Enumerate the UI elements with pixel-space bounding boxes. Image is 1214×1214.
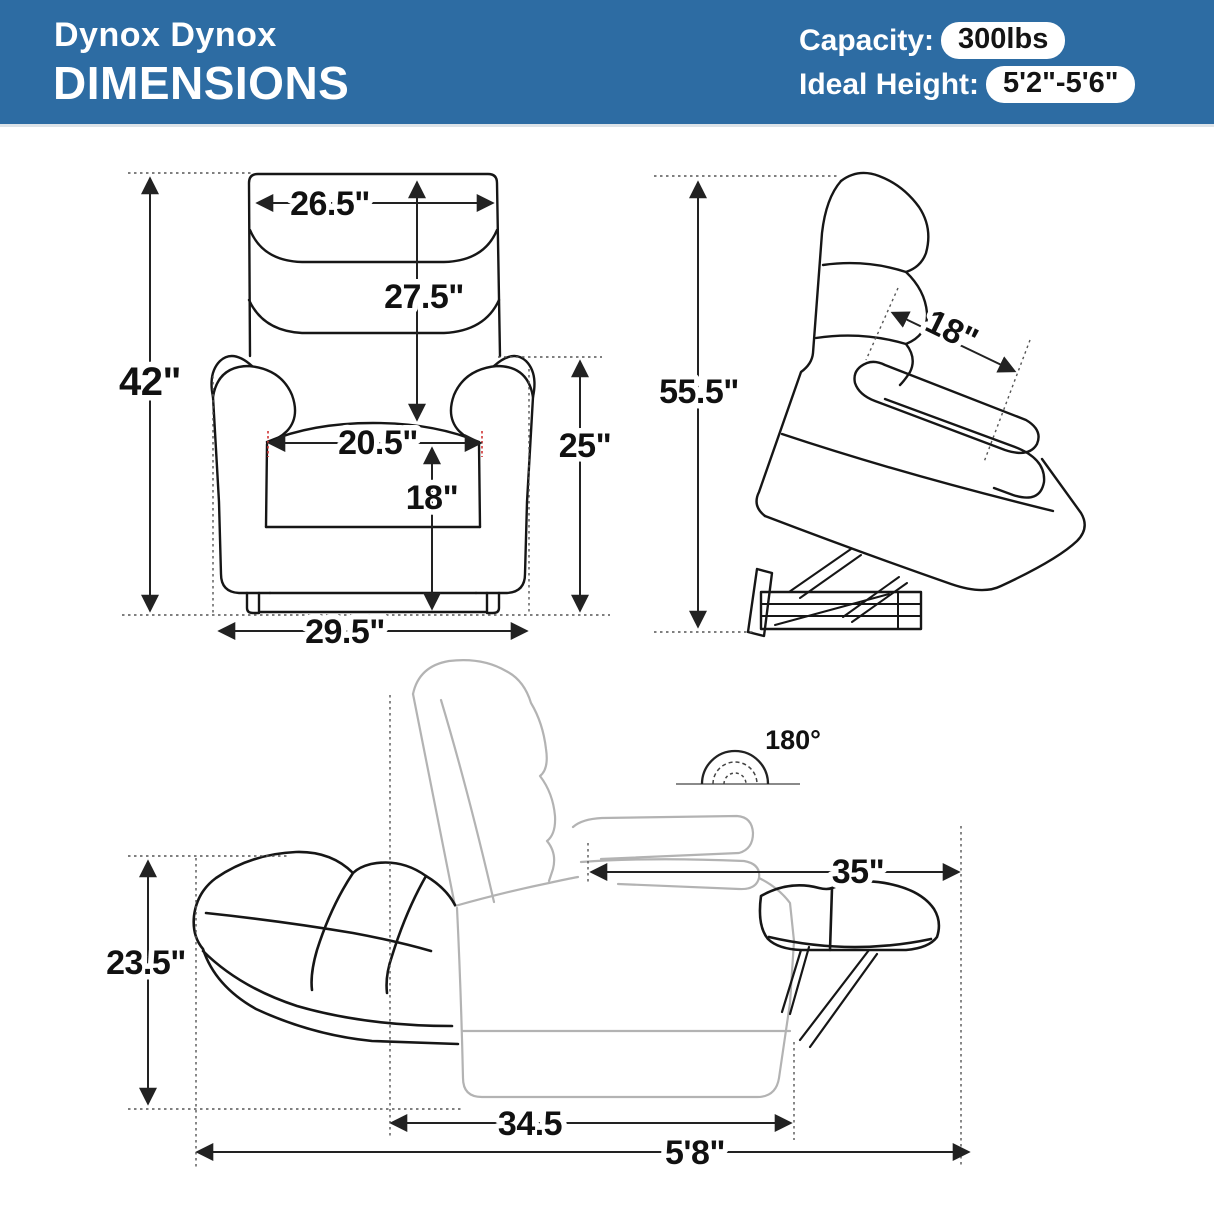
side-body-outline (763, 457, 1086, 592)
front-headrest-seam (248, 228, 499, 264)
ideal-height-badge: 5'2"-5'6" (986, 66, 1136, 103)
front-left-armrest-inner (264, 442, 269, 529)
side-armrest (853, 360, 1040, 455)
extension-guide-lines (122, 172, 1031, 1168)
front-right-foot (485, 591, 501, 615)
front-right-armrest-pad (449, 364, 535, 444)
footrest-seam (828, 886, 834, 952)
ghost-armrest-top (571, 814, 755, 861)
reclined-backrest-rim (201, 949, 454, 1028)
front-left-armrest-outer (210, 354, 272, 595)
side-armrest-panel (883, 397, 1046, 499)
footrest-bottom-line (767, 935, 933, 949)
side-backrest-front-edge (839, 171, 930, 387)
side-depth-guide-lower (983, 339, 1031, 463)
capacity-label: Capacity: (799, 23, 935, 57)
armrest-height-label: 25" (559, 427, 611, 465)
capacity-badge: 300lbs (941, 22, 1066, 59)
side-backrest-seam-1 (821, 261, 908, 274)
seat-width-label: 20.5" (338, 424, 418, 462)
lift-base-rail-lines (760, 591, 922, 630)
side-backrest-seam-2 (814, 334, 908, 346)
front-backrest-outline (247, 172, 502, 358)
ideal-height-label: Ideal Height: (799, 67, 980, 101)
front-view-chair-drawing (210, 172, 536, 615)
reclined-backrest-drawing (192, 850, 460, 1046)
front-seat-curve (265, 421, 481, 444)
ghost-backrest-rear-edge (411, 692, 457, 908)
ghost-armrest-pad (579, 858, 761, 891)
front-backrest-seam (247, 298, 501, 335)
footrest-extension-label: 35" (832, 853, 884, 891)
footrest-cushions-outline (758, 880, 941, 952)
dimension-arrows (139, 176, 1017, 1161)
backrest-height-label: 27.5" (384, 278, 464, 316)
reclined-backrest-seam-1 (310, 871, 355, 992)
base-length-label: 34.5 (498, 1105, 562, 1143)
recline-angle-label: 180° (765, 725, 821, 755)
page-title: DIMENSIONS (53, 57, 350, 109)
extended-footrest-drawing (758, 880, 941, 1049)
seat-depth-arrow (890, 311, 1017, 373)
side-body-seam (780, 432, 1055, 513)
front-kick-strip (257, 591, 489, 614)
front-left-armrest-pad (211, 364, 297, 444)
brand-name: Dynox Dynox (54, 16, 277, 54)
side-backrest-rear-edge (755, 179, 843, 518)
reclined-backrest-seam-2 (385, 874, 428, 995)
front-right-armrest-outer (474, 354, 536, 595)
reclined-backrest-mid-seam (204, 911, 433, 953)
headrest-width-label: 26.5" (290, 185, 370, 223)
side-view-lift-chair-drawing (746, 171, 1086, 638)
ghost-backrest-seam (439, 698, 496, 904)
front-left-foot (245, 591, 261, 615)
capacity-row: Capacity: 300lbs (799, 22, 1066, 59)
overall-width-label: 29.5" (305, 613, 385, 651)
angle-inner-arc (723, 772, 747, 785)
overall-height-label: 42" (119, 360, 181, 404)
header-banner: Dynox Dynox DIMENSIONS Capacity: 300lbs … (0, 0, 1214, 127)
recline-angle-icon (676, 749, 800, 785)
seat-front-height-label: 18" (406, 479, 458, 517)
ghost-backrest-outline (411, 659, 557, 883)
recline-back-height-label: 23.5" (106, 944, 186, 982)
lift-base-foot-plate (746, 567, 774, 638)
ideal-height-row: Ideal Height: 5'2"-5'6" (799, 66, 1136, 103)
reclined-backrest-outline (192, 850, 460, 1046)
side-depth-guide-upper (865, 287, 899, 361)
total-length-label: 5'8" (665, 1134, 725, 1172)
angle-outer-arc (700, 749, 770, 785)
reclined-view-ghost-chair (411, 659, 796, 1099)
front-right-armrest-inner (477, 442, 482, 529)
lift-base-struts (774, 548, 908, 626)
footrest-struts (780, 945, 879, 1049)
red-reference-ticks (267, 431, 483, 457)
ghost-seat-line (453, 875, 580, 908)
ghost-base-outline (455, 906, 796, 1099)
angle-mid-arc (712, 761, 758, 785)
lift-height-label: 55.5" (659, 373, 739, 411)
